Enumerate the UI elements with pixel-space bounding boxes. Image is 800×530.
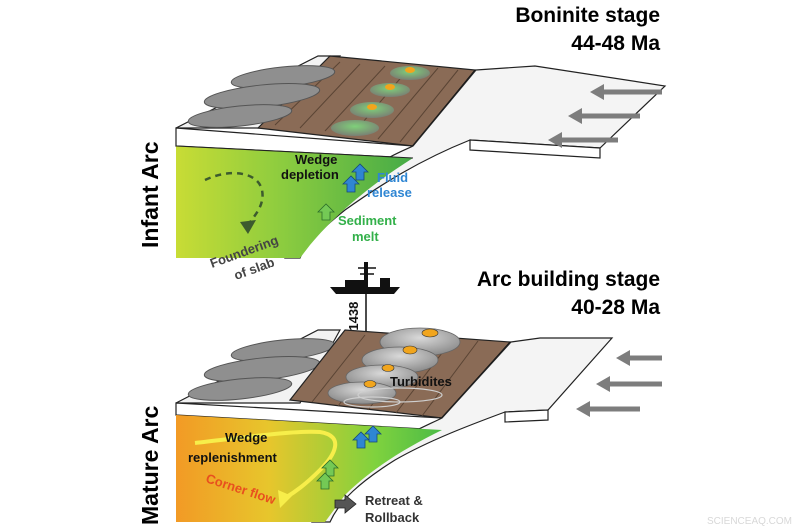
top-panel: Boninite stage 44-48 Ma Infant Arc Wedge… xyxy=(137,4,667,283)
top-side-label: Infant Arc xyxy=(137,141,163,248)
top-title-line2: 44-48 Ma xyxy=(571,32,660,55)
watermark: SCIENCEAQ.COM xyxy=(707,516,792,527)
top-sediment-arrow xyxy=(317,203,335,221)
bottom-side-label: Mature Arc xyxy=(137,406,163,525)
top-slab-front-edge xyxy=(469,139,601,159)
bottom-title-line2: 40-28 Ma xyxy=(571,296,660,319)
bottom-panel: Arc building stage 40-28 Ma Mature Arc T… xyxy=(137,268,662,525)
top-volcanoes xyxy=(331,66,430,136)
bottom-basin-3 xyxy=(187,377,293,401)
bottom-retreat-label-1: Retreat & xyxy=(365,493,423,508)
top-plate-motion-arrows xyxy=(548,84,662,148)
top-title-line1: Boninite stage xyxy=(515,4,660,27)
top-basin-3 xyxy=(187,104,293,128)
top-wedge-label-2: depletion xyxy=(281,167,339,182)
bottom-retreat-arrow xyxy=(334,494,357,514)
top-fluid-label-2: release xyxy=(367,185,412,200)
bottom-volcanoes xyxy=(327,327,461,408)
bottom-slab-front-edge xyxy=(504,409,549,423)
top-wedge-label-1: Wedge xyxy=(295,152,337,167)
bottom-wedge-label-1: Wedge xyxy=(225,430,267,445)
bottom-corner-flow-arrow xyxy=(194,429,338,500)
bottom-wedge-label-2: replenishment xyxy=(188,450,278,465)
top-mantle-wedge xyxy=(176,146,413,258)
top-sediment-label-1: Sediment xyxy=(338,213,397,228)
bottom-title-line1: Arc building stage xyxy=(477,268,660,291)
bottom-turbidites-label: Turbidites xyxy=(390,374,452,389)
top-fluid-arrows xyxy=(342,163,369,193)
bottom-plate-motion-arrows xyxy=(576,350,662,417)
bottom-sediment-arrows xyxy=(316,459,339,490)
top-foundering-arrow xyxy=(204,172,264,226)
bottom-fluid-arrows xyxy=(352,425,382,449)
top-fluid-label-1: Fluid xyxy=(377,170,408,185)
top-sediment-label-2: melt xyxy=(352,229,379,244)
bottom-retreat-label-2: Rollback xyxy=(365,510,420,525)
